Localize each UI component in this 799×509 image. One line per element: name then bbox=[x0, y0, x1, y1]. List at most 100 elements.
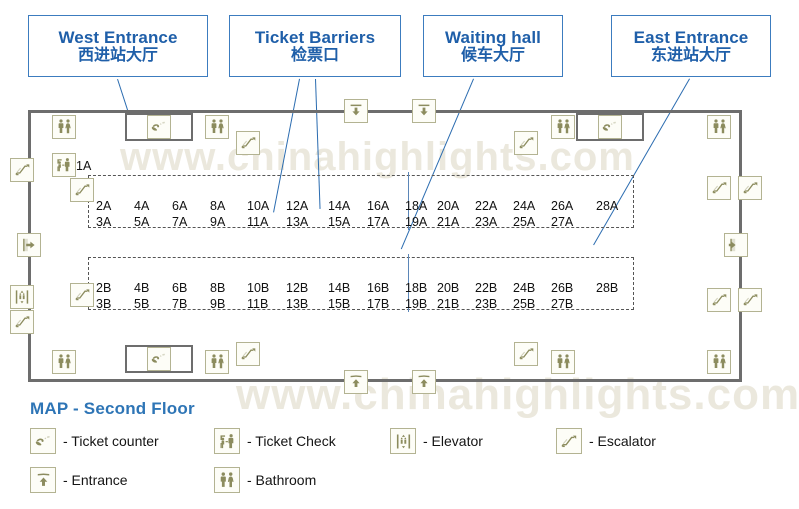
escalator-icon bbox=[514, 342, 538, 366]
seat-number: 17A bbox=[367, 215, 390, 229]
seat-number: 19B bbox=[405, 297, 428, 311]
elevator-icon bbox=[10, 285, 34, 309]
escalator-icon bbox=[738, 176, 762, 200]
gate-label-1a: 1A bbox=[76, 159, 92, 173]
seat-number: 25B bbox=[513, 297, 536, 311]
seat-number: 27A bbox=[551, 215, 574, 229]
exit-icon bbox=[724, 233, 748, 257]
elevator-icon bbox=[390, 428, 416, 454]
bathroom-icon bbox=[707, 350, 731, 374]
escalator-icon bbox=[70, 283, 94, 307]
entrance-icon bbox=[412, 370, 436, 394]
seat-number: 12B bbox=[286, 281, 309, 295]
seat-number: 7A bbox=[172, 215, 188, 229]
station-hall-outline bbox=[28, 110, 742, 382]
seat-number: 8A bbox=[210, 199, 226, 213]
legend-item-escalator: - Escalator bbox=[556, 428, 656, 454]
seat-number: 16A bbox=[367, 199, 390, 213]
seat-number: 17B bbox=[367, 297, 390, 311]
seat-number: 6B bbox=[172, 281, 188, 295]
seat-number: 14B bbox=[328, 281, 351, 295]
legend-item-ticket-check: - Ticket Check bbox=[214, 428, 336, 454]
ticket-counter-icon bbox=[147, 347, 171, 371]
seat-number: 13A bbox=[286, 215, 309, 229]
escalator-icon bbox=[70, 178, 94, 202]
seat-number: 5B bbox=[134, 297, 150, 311]
legend-item-elevator: - Elevator bbox=[390, 428, 483, 454]
callout-ticket-barriers: Ticket Barriers 检票口 bbox=[229, 15, 401, 77]
ticket-counter-area bbox=[125, 345, 193, 373]
entrance-icon bbox=[344, 99, 368, 123]
escalator-icon bbox=[236, 342, 260, 366]
seat-number: 25A bbox=[513, 215, 536, 229]
legend-item-entrance: - Entrance bbox=[30, 467, 128, 493]
bathroom-icon bbox=[52, 350, 76, 374]
seat-number: 6A bbox=[172, 199, 188, 213]
callout-label-en: Waiting hall bbox=[445, 27, 541, 47]
legend-label: - Escalator bbox=[589, 433, 656, 449]
seat-number: 19A bbox=[405, 215, 428, 229]
seat-number: 11A bbox=[247, 215, 269, 229]
seat-number: 21B bbox=[437, 297, 460, 311]
seat-number: 18A bbox=[405, 199, 428, 213]
bathroom-icon bbox=[551, 115, 575, 139]
seat-number: 2A bbox=[96, 199, 112, 213]
seat-number: 9A bbox=[210, 215, 226, 229]
seat-number: 26B bbox=[551, 281, 574, 295]
legend-label: - Ticket Check bbox=[247, 433, 336, 449]
callout-west-entrance: West Entrance 西进站大厅 bbox=[28, 15, 208, 77]
ticket-counter-icon bbox=[147, 115, 171, 139]
escalator-icon bbox=[707, 288, 731, 312]
platform-b-end-cell: 28B bbox=[596, 281, 619, 295]
escalator-icon bbox=[556, 428, 582, 454]
seat-number: 10A bbox=[247, 199, 270, 213]
seat-number: 23B bbox=[475, 297, 498, 311]
legend-label: - Entrance bbox=[63, 472, 128, 488]
legend-label: - Elevator bbox=[423, 433, 483, 449]
bathroom-icon bbox=[52, 115, 76, 139]
seat-number: 26A bbox=[551, 199, 574, 213]
legend-label: - Ticket counter bbox=[63, 433, 159, 449]
seat-number: 23A bbox=[475, 215, 498, 229]
escalator-icon bbox=[236, 131, 260, 155]
escalator-icon bbox=[10, 158, 34, 182]
ticket-check-icon bbox=[52, 153, 76, 177]
seat-number: 22A bbox=[475, 199, 498, 213]
entrance-icon bbox=[412, 99, 436, 123]
bathroom-icon bbox=[205, 115, 229, 139]
callout-label-zh: 候车大厅 bbox=[460, 46, 525, 64]
seat-number: 4B bbox=[134, 281, 150, 295]
seat-number: 10B bbox=[247, 281, 270, 295]
seat-number: 16B bbox=[367, 281, 390, 295]
seat-number: 11B bbox=[247, 297, 269, 311]
callout-east-entrance: East Entrance 东进站大厅 bbox=[611, 15, 771, 77]
ticket-counter-icon bbox=[30, 428, 56, 454]
seat-number: 3A bbox=[96, 215, 112, 229]
bathroom-icon bbox=[214, 467, 240, 493]
seat-number: 22B bbox=[475, 281, 498, 295]
bathroom-icon bbox=[707, 115, 731, 139]
callout-label-zh: 西进站大厅 bbox=[77, 46, 158, 64]
legend-label: - Bathroom bbox=[247, 472, 317, 488]
